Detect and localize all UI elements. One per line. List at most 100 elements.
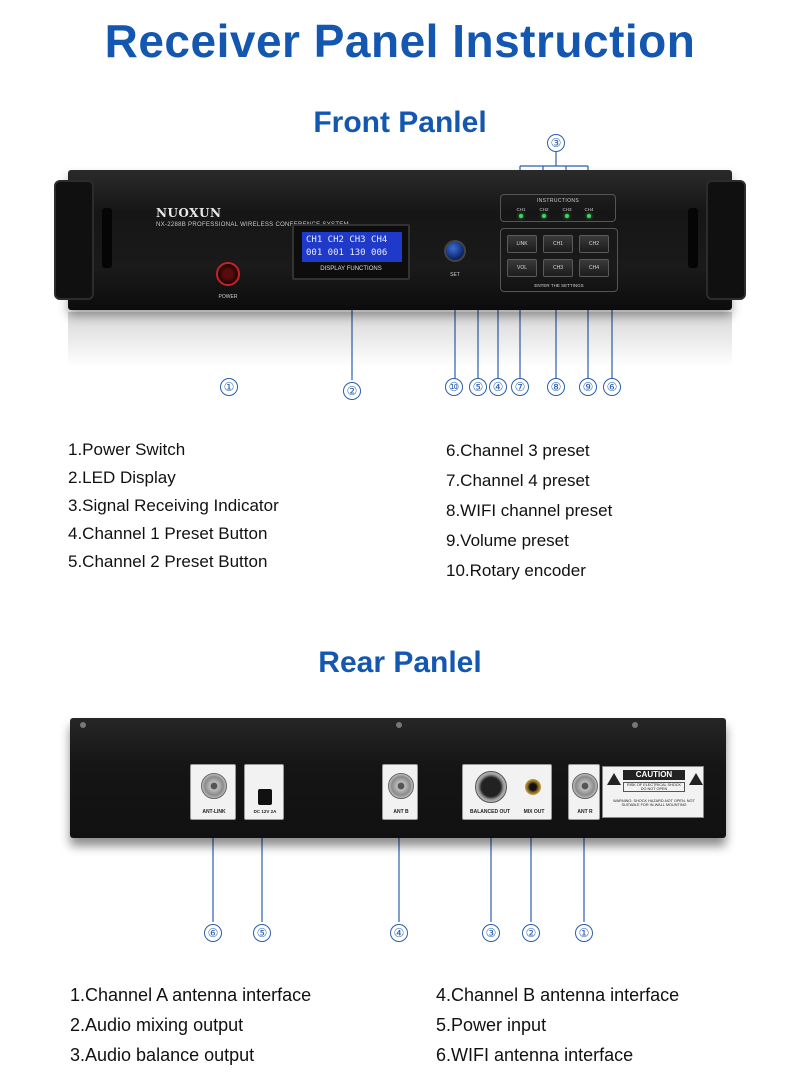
ant-r-connector[interactable] [572,773,598,799]
list-item: 4.Channel 1 Preset Button [68,524,268,543]
callout-5: ⑤ [469,378,487,396]
rear-callout-1: ① [575,924,593,942]
lcd-line-1: CH1 CH2 CH3 CH4 [306,235,388,245]
vol-button[interactable]: VOL [507,259,537,277]
ch3-button[interactable]: CH3 [543,259,573,277]
led-ch3 [565,214,569,218]
ch4-button[interactable]: CH4 [579,259,609,277]
set-label: SET [450,272,460,278]
led-ch1 [519,214,523,218]
led-label-ch1: CH1 [516,207,526,212]
ant-b-port-panel: ANT B [382,764,418,820]
list-item: 1.Channel A antenna interface [70,985,312,1005]
callout-7: ⑦ [511,378,529,396]
mix-out-jack[interactable] [525,779,541,795]
screw [632,722,638,728]
balanced-out-label: BALANCED OUT [470,809,510,815]
ant-link-label: ANT-LINK [202,809,226,815]
caution-subtitle: RISK OF ELECTRICAL SHOCK DO NOT OPEN [623,782,685,792]
rear-list-left: 1.Channel A antenna interface 2.Audio mi… [70,980,420,1070]
indicator-title: INSTRUCTIONS [536,198,580,204]
settings-label: ENTER THE SETTINGS [534,283,584,288]
list-item: 9.Volume preset [446,531,569,550]
ant-link-port-panel: ANT-LINK [190,764,236,820]
rear-list-right: 4.Channel B antenna interface 5.Power in… [436,980,776,1070]
rear-callout-5: ⑤ [253,924,271,942]
warning-text: WARNING: SHOCK HAZARD-NOT OPEN. NOT SUIT… [613,799,695,807]
list-item: 6.WIFI antenna interface [436,1045,634,1065]
rear-panel-device: ANT-LINK DC 12V 2A ANT B BALANCED OUT MI… [70,718,726,838]
led-ch4 [587,214,591,218]
ant-b-label: ANT B [393,809,409,815]
link-button[interactable]: LINK [507,235,537,253]
callout-2: ② [343,382,361,400]
callout-3: ③ [547,134,565,152]
led-ch2 [542,214,546,218]
ant-b-connector[interactable] [388,773,414,799]
rotary-encoder-knob[interactable] [444,240,466,262]
callout-8: ⑧ [547,378,565,396]
rear-callout-6: ⑥ [204,924,222,942]
list-item: 8.WIFI channel preset [446,501,613,520]
mix-out-label: MIX OUT [523,809,545,815]
rear-panel-title: Rear Panlel [318,646,482,679]
list-item: 2.Audio mixing output [70,1015,244,1035]
callout-4: ④ [489,378,507,396]
lcd-screen: CH1 CH2 CH3 CH4 001 001 130 006 [302,232,402,262]
led-label-ch4: CH4 [584,207,594,212]
display-functions-label: DISPLAY FUNCTIONS [320,266,382,272]
led-label-ch3: CH3 [562,207,572,212]
list-item: 4.Channel B antenna interface [436,985,680,1005]
rack-ear-left [54,180,94,300]
model-label: NX-2288B PROFESSIONAL WIRELESS CONFERENC… [156,222,349,228]
list-item: 6.Channel 3 preset [446,441,590,460]
front-list-left: 1.Power Switch 2.LED Display 3.Signal Re… [68,436,408,576]
power-label: POWER [218,294,238,300]
front-list-right: 6.Channel 3 preset 7.Channel 4 preset 8.… [446,436,766,586]
rear-callout-2: ② [522,924,540,942]
rear-callout-3: ③ [482,924,500,942]
caution-title: CAUTION [623,770,685,780]
callout-1: ① [220,378,238,396]
front-panel-reflection [68,312,732,367]
dc-port-panel: DC 12V 2A [244,764,284,820]
led-label-ch2: CH2 [539,207,549,212]
screw [80,722,86,728]
list-item: 7.Channel 4 preset [446,471,590,490]
balanced-out-xlr[interactable] [475,771,507,803]
list-item: 5.Channel 2 Preset Button [68,552,268,571]
page-title: Receiver Panel Instruction [104,15,696,67]
list-item: 3.Audio balance output [70,1045,255,1065]
rear-callout-4: ④ [390,924,408,942]
callout-9: ⑨ [579,378,597,396]
front-panel-title: Front Panlel [313,106,487,139]
signal-indicator-panel: INSTRUCTIONS CH1 CH2 CH3 CH4 [500,194,616,222]
ch1-button[interactable]: CH1 [543,235,573,253]
caution-label: CAUTION RISK OF ELECTRICAL SHOCK DO NOT … [602,766,704,818]
ch2-button[interactable]: CH2 [579,235,609,253]
brand-logo: NUOXUN [156,206,222,220]
audio-out-port-panel: BALANCED OUT MIX OUT [462,764,552,820]
list-item: 10.Rotary encoder [446,561,586,580]
ant-r-port-panel: ANT R [568,764,600,820]
list-item: 2.LED Display [68,468,176,487]
handle-left [102,208,112,268]
ant-r-label: ANT R [577,809,593,815]
front-panel-device: NUOXUN NX-2288B PROFESSIONAL WIRELESS CO… [54,170,746,310]
callout-10: ⑩ [445,378,463,396]
handle-right [688,208,698,268]
led-display: CH1 CH2 CH3 CH4 001 001 130 006 DISPLAY … [292,224,410,280]
warning-triangle-icon [607,773,621,785]
ant-link-connector[interactable] [201,773,227,799]
rack-ear-right [706,180,746,300]
power-input-jack[interactable] [258,789,272,805]
preset-buttons-panel: LINK CH1 CH2 VOL CH3 CH4 ENTER THE SETTI… [500,228,618,292]
power-switch[interactable] [216,262,240,286]
list-item: 1.Power Switch [68,440,186,459]
list-item: 5.Power input [436,1015,547,1035]
lcd-line-2: 001 001 130 006 [306,248,388,258]
dc-label: DC 12V 2A [253,809,277,814]
screw [396,722,402,728]
warning-triangle-icon [689,773,703,785]
callout-6: ⑥ [603,378,621,396]
